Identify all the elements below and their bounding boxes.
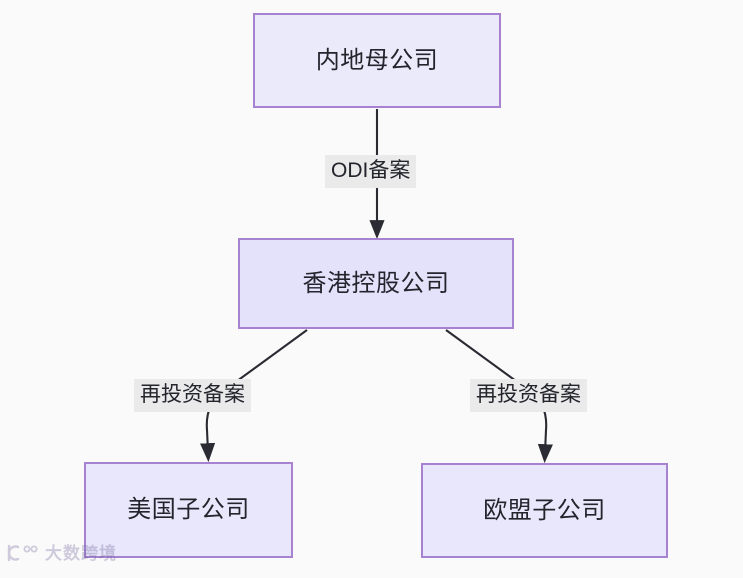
- node-label: 香港控股公司: [302, 269, 450, 297]
- node-mainland-parent-company[interactable]: 内地母公司: [253, 13, 501, 108]
- edge-label-odi-filing: ODI备案: [325, 155, 417, 188]
- node-label: 美国子公司: [127, 496, 250, 523]
- node-hongkong-holding-company[interactable]: 香港控股公司: [238, 238, 514, 329]
- edge-label-reinvestment-filing-right: 再投资备案: [470, 379, 587, 412]
- edge-label-reinvestment-filing-left: 再投资备案: [134, 379, 251, 412]
- node-eu-subsidiary[interactable]: 欧盟子公司: [421, 463, 668, 558]
- node-label: 欧盟子公司: [483, 496, 606, 524]
- node-us-subsidiary[interactable]: 美国子公司: [84, 462, 293, 558]
- node-label: 内地母公司: [315, 46, 439, 74]
- logo-mark-icon: [7, 544, 38, 562]
